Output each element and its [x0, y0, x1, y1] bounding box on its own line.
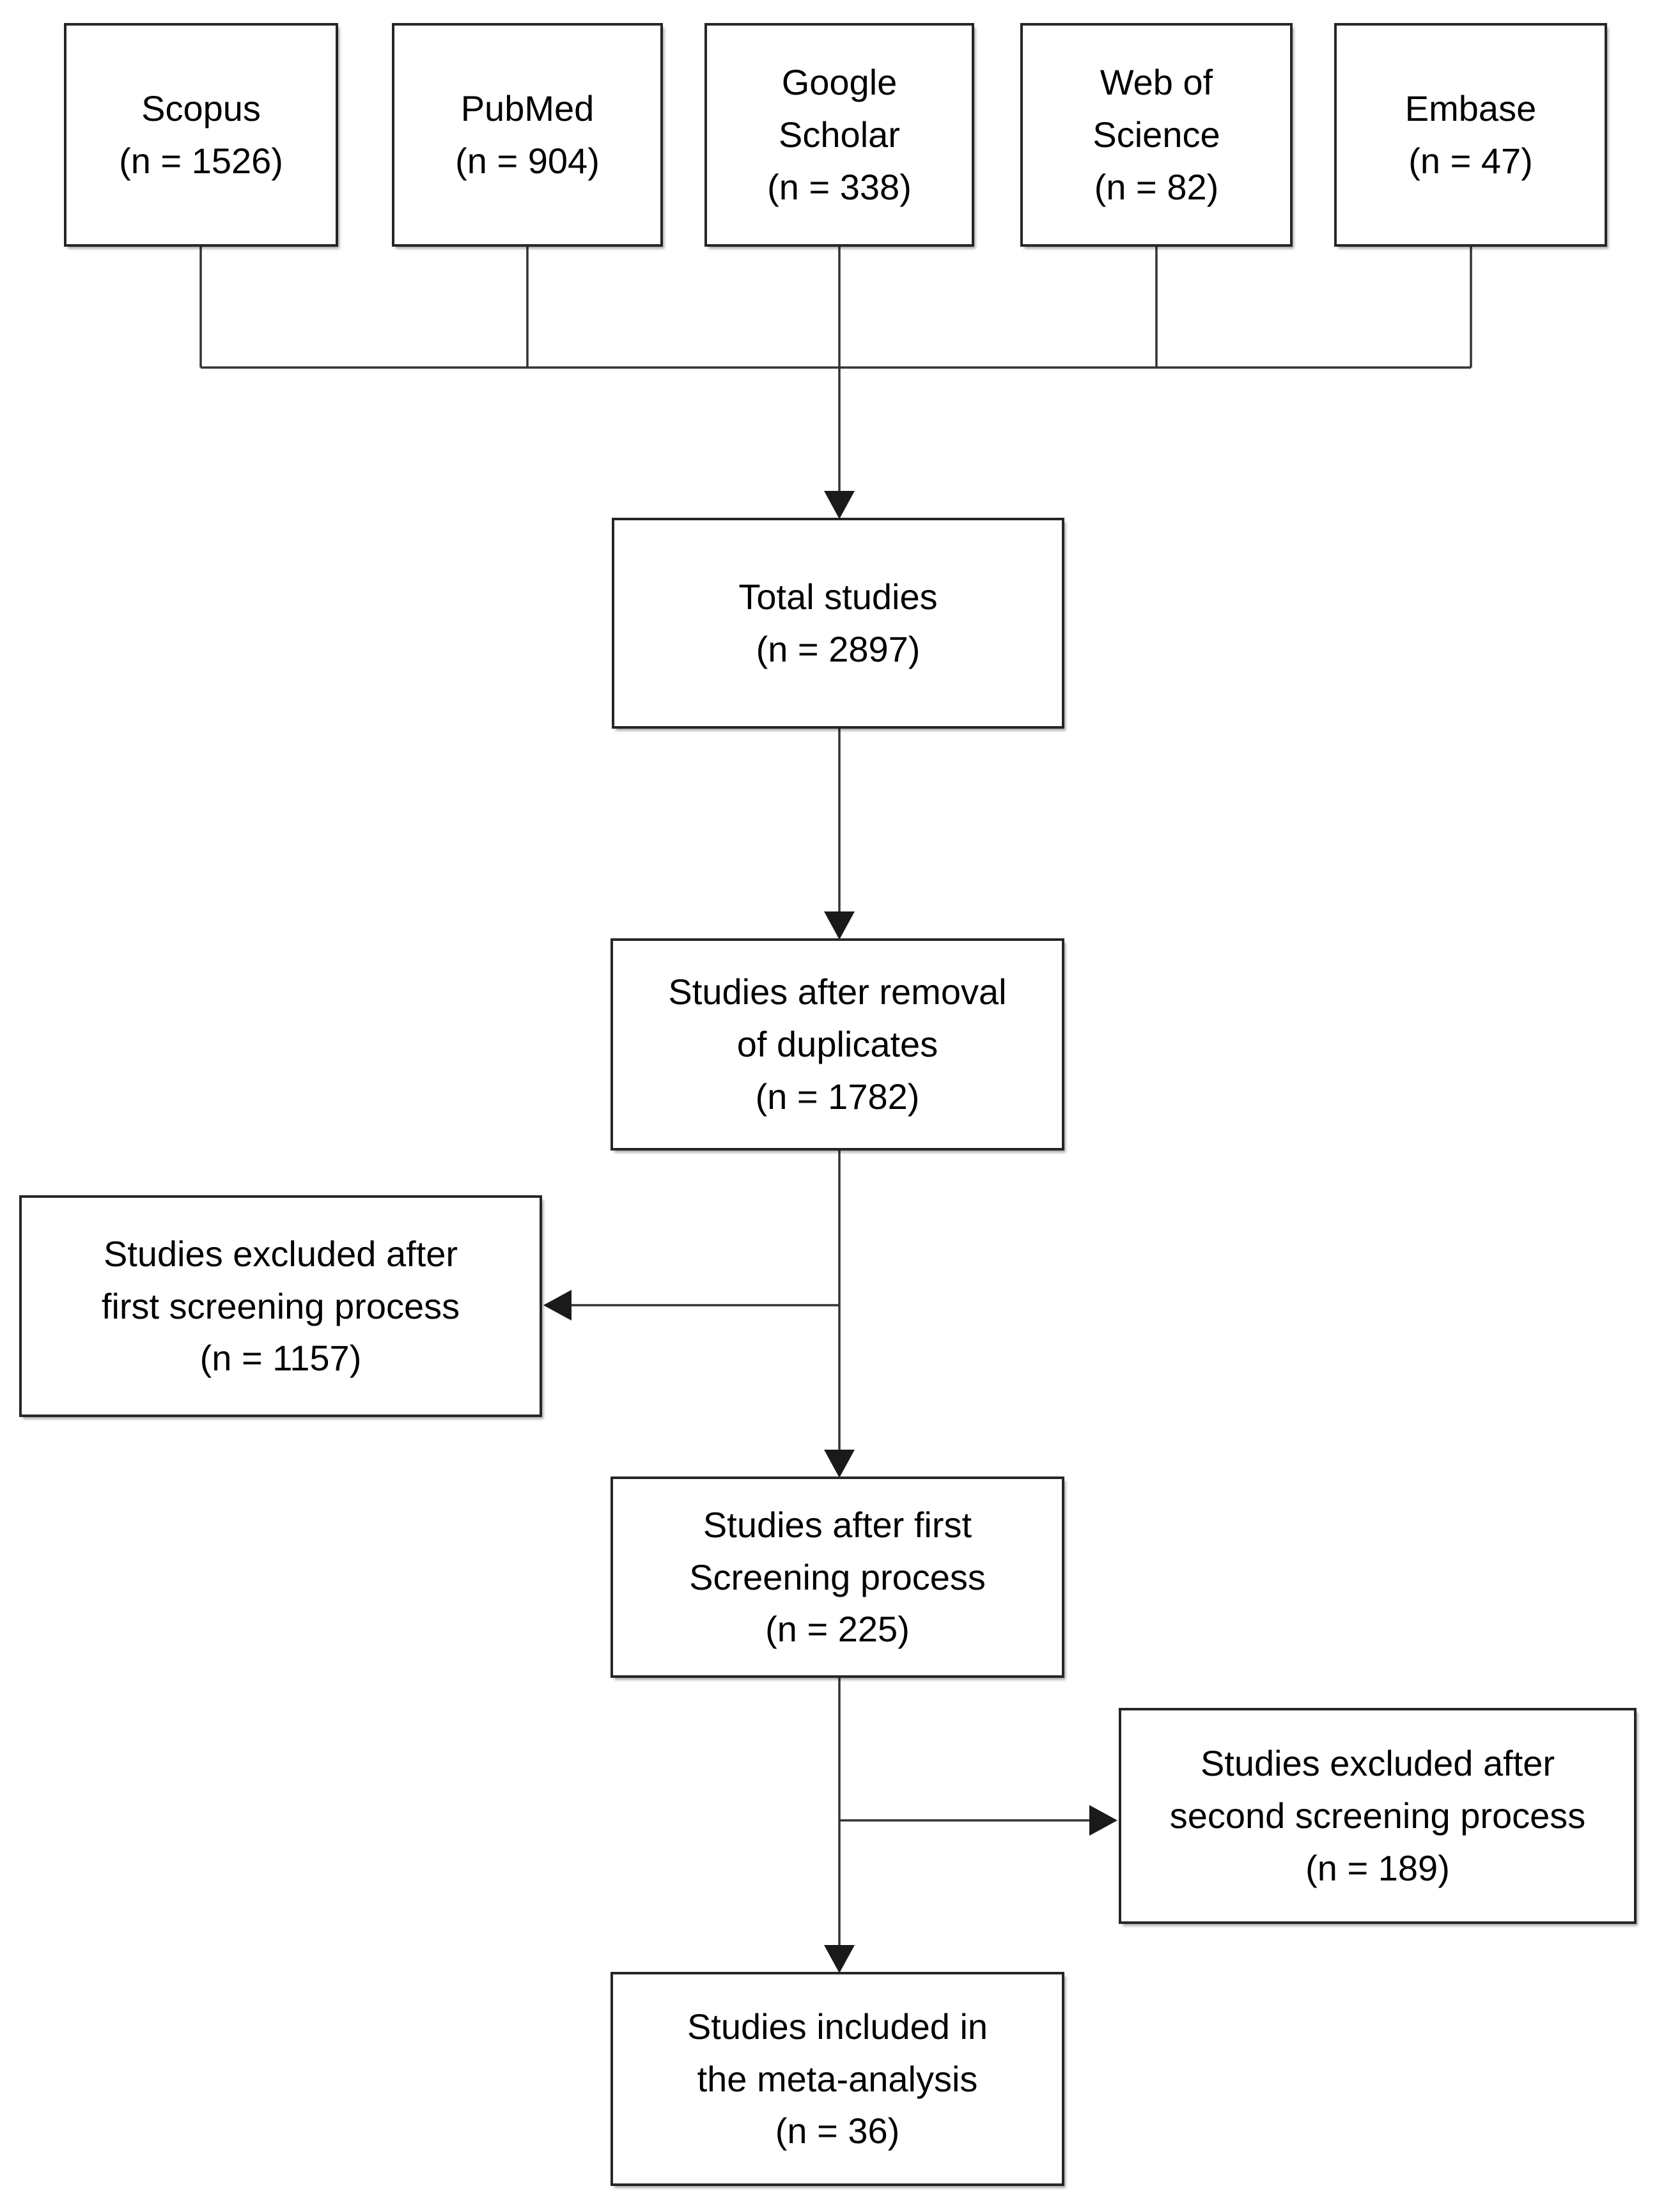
source-box-embase: Embase (n = 47) [1334, 23, 1607, 247]
box-total-studies: Total studies (n = 2897) [612, 518, 1064, 729]
arrowhead-into-after-first [824, 1450, 855, 1478]
box-after-duplicate-removal-text: Studies after removal of duplicates (n =… [668, 972, 1007, 1117]
source-box-pubmed-text: PubMed (n = 904) [455, 88, 600, 181]
box-after-first-screening-text: Studies after first Screening process (n… [689, 1504, 986, 1650]
arrowhead-into-total [824, 491, 855, 519]
box-included-meta-analysis: Studies included in the meta-analysis (n… [611, 1972, 1064, 2186]
box-excluded-second-screening-text: Studies excluded after second screening … [1169, 1743, 1586, 1888]
source-box-google-scholar: Google Scholar (n = 338) [704, 23, 974, 247]
source-box-web-of-science: Web of Science (n = 82) [1020, 23, 1293, 247]
box-total-studies-text: Total studies (n = 2897) [738, 577, 938, 669]
box-excluded-first-screening-text: Studies excluded after first screening p… [101, 1233, 460, 1379]
box-after-duplicate-removal: Studies after removal of duplicates (n =… [611, 938, 1064, 1151]
arrowhead-into-included [824, 1945, 855, 1973]
arrowhead-into-dedup [824, 911, 855, 940]
box-excluded-first-screening: Studies excluded after first screening p… [19, 1195, 542, 1417]
box-after-first-screening: Studies after first Screening process (n… [611, 1477, 1064, 1678]
source-box-scopus-text: Scopus (n = 1526) [119, 88, 283, 181]
source-box-pubmed: PubMed (n = 904) [392, 23, 663, 247]
arrowhead-into-excluded-second [1089, 1805, 1117, 1836]
source-box-web-of-science-text: Web of Science (n = 82) [1093, 62, 1220, 207]
box-included-meta-analysis-text: Studies included in the meta-analysis (n… [687, 2006, 988, 2151]
source-box-scopus: Scopus (n = 1526) [64, 23, 338, 247]
source-box-embase-text: Embase (n = 47) [1404, 88, 1537, 181]
box-excluded-second-screening: Studies excluded after second screening … [1119, 1708, 1637, 1924]
arrowhead-into-excluded-first [543, 1290, 572, 1321]
source-box-google-scholar-text: Google Scholar (n = 338) [767, 62, 912, 207]
